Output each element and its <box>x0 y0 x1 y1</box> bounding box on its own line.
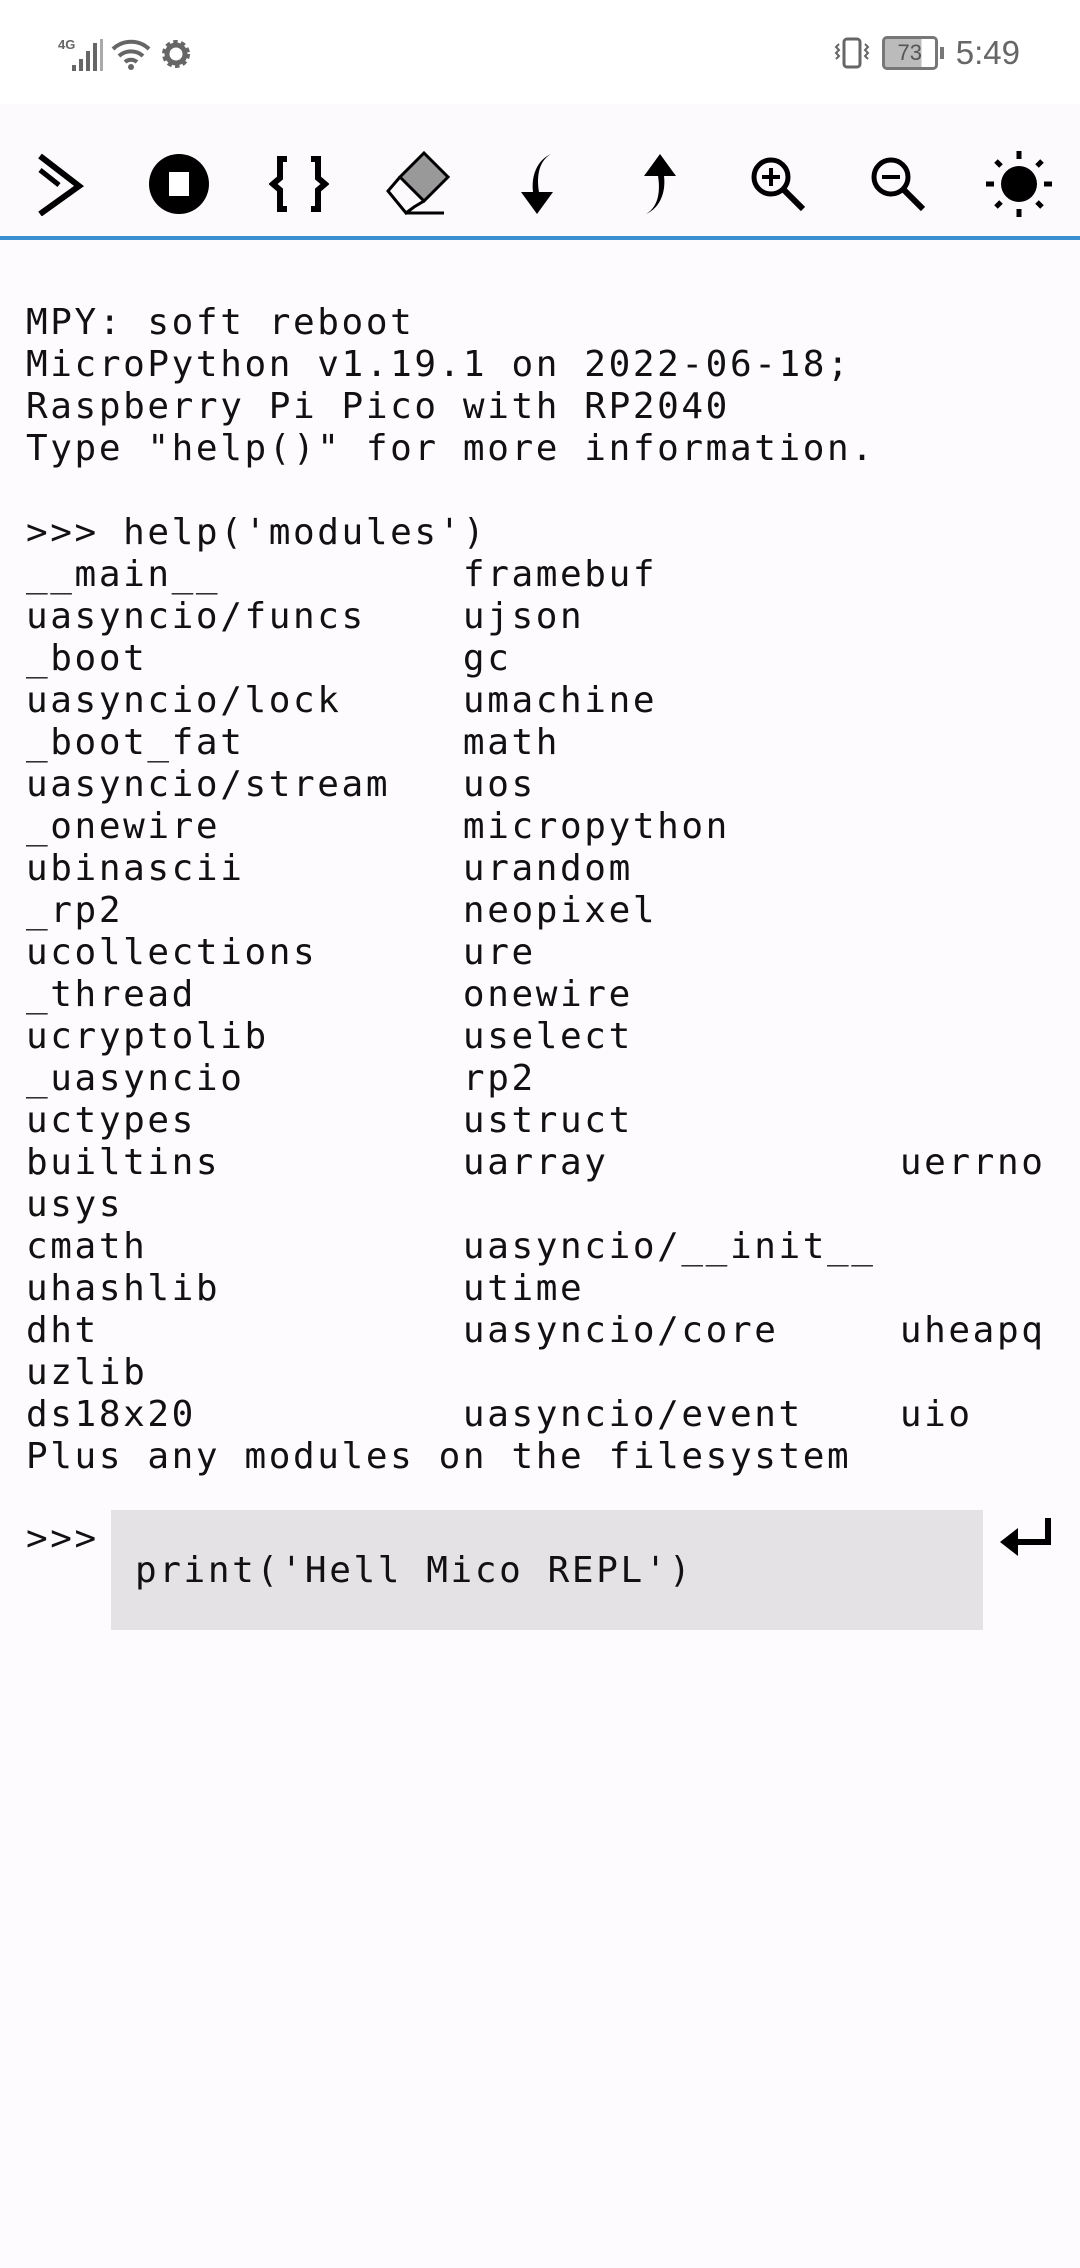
terminal-line <box>26 470 1046 512</box>
eraser-icon <box>386 151 451 216</box>
clear-button[interactable] <box>379 144 459 224</box>
terminal-line: uhashlib utime <box>26 1268 585 1309</box>
terminal-line: uasyncio/funcs ujson <box>26 596 585 637</box>
terminal-line: ucryptolib uselect <box>26 1016 633 1057</box>
battery-level: 73 <box>897 40 922 65</box>
zoom-in-button[interactable] <box>738 144 818 224</box>
terminal-line: _rp2 neopixel <box>26 890 658 931</box>
terminal-line: uzlib <box>26 1352 148 1393</box>
terminal-line: MicroPython v1.19.1 on 2022-06-18; <box>26 344 852 385</box>
terminal-line: MPY: soft reboot <box>26 302 415 343</box>
status-bar: 4G 73 5:49 <box>0 0 1080 104</box>
clock: 5:49 <box>955 34 1020 71</box>
theme-toggle-button[interactable] <box>979 144 1059 224</box>
upload-button[interactable] <box>619 144 699 224</box>
battery-indicator: 73 <box>881 36 944 70</box>
terminal-line: _boot_fat math <box>26 722 561 763</box>
terminal-line: _thread onewire <box>26 974 633 1015</box>
brightness-icon <box>986 151 1052 217</box>
terminal-line: _onewire micropython <box>26 806 730 847</box>
terminal-line: >>> help('modules') <box>26 512 488 553</box>
terminal-line: _boot gc <box>26 638 512 679</box>
terminal-line: __main__ framebuf <box>26 554 658 595</box>
stop-icon <box>149 154 209 214</box>
terminal-line: _uasyncio rp2 <box>26 1058 536 1099</box>
cellular-signal-icon: 4G <box>58 37 103 71</box>
terminal-line: Type "help()" for more information. <box>26 428 876 469</box>
repl-prompt: >>> <box>26 1518 99 1559</box>
terminal-line: uctypes ustruct <box>26 1100 633 1141</box>
zoom-out-icon <box>871 157 926 212</box>
terminal-line: ubinascii urandom <box>26 848 633 889</box>
toolbar <box>0 104 1080 240</box>
format-button[interactable] <box>259 144 339 224</box>
settings-gear-icon <box>162 40 190 68</box>
braces-icon <box>269 156 329 212</box>
repl-input[interactable] <box>111 1510 983 1630</box>
run-button[interactable] <box>22 144 102 224</box>
download-icon <box>521 154 553 214</box>
terminal-line: ucollections ure <box>26 932 536 973</box>
terminal-line: uasyncio/stream uos <box>26 764 536 805</box>
zoom-out-button[interactable] <box>858 144 938 224</box>
upload-icon <box>644 154 676 214</box>
zoom-in-icon <box>751 157 806 212</box>
terminal-line: builtins uarray uerrno <box>26 1142 1046 1183</box>
stop-button[interactable] <box>139 144 219 224</box>
terminal-line: ds18x20 uasyncio/event uio <box>26 1394 973 1435</box>
run-icon <box>38 153 85 216</box>
terminal-line: usys <box>26 1184 124 1225</box>
download-button[interactable] <box>498 144 578 224</box>
enter-icon <box>1000 1518 1051 1556</box>
network-type: 4G <box>58 37 76 52</box>
terminal-line: Raspberry Pi Pico with RP2040 <box>26 386 730 427</box>
terminal-line: cmath uasyncio/__init__ <box>26 1226 876 1267</box>
vibrate-icon <box>834 37 870 69</box>
wifi-icon <box>111 39 151 70</box>
terminal-line: uasyncio/lock umachine <box>26 680 658 721</box>
terminal-line: Plus any modules on the filesystem <box>26 1436 852 1477</box>
terminal-line: dht uasyncio/core uheapq <box>26 1310 1046 1351</box>
send-button[interactable] <box>996 1512 1056 1562</box>
